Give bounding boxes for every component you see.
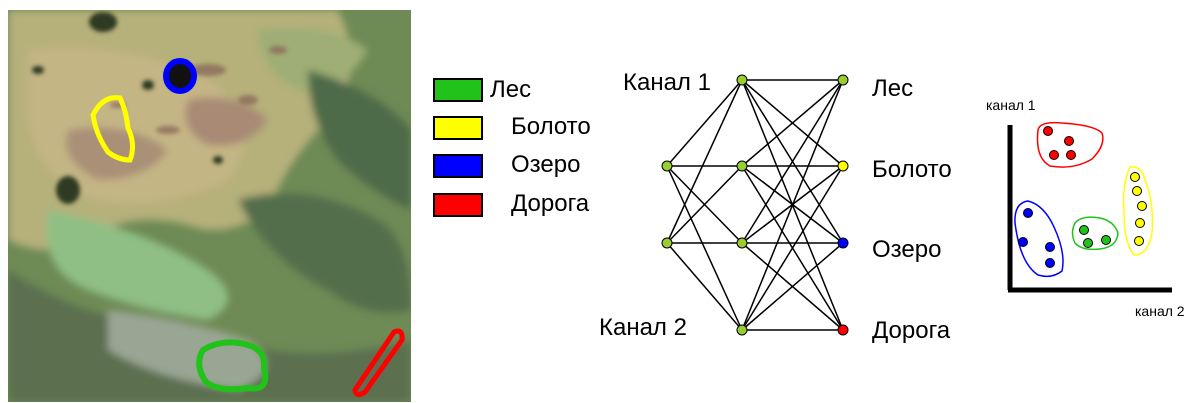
- cluster-blue-point: [1018, 237, 1028, 247]
- satellite-image: [8, 10, 411, 402]
- cluster-green-point: [1083, 238, 1093, 248]
- cluster-yellow-point: [1130, 172, 1140, 182]
- legend-label-road: Дорога: [511, 190, 590, 217]
- cluster-blue-outline: [1014, 200, 1064, 278]
- cluster-yellow-point: [1132, 186, 1142, 196]
- road-swatch: [433, 193, 483, 217]
- output-label-swamp: Болото: [872, 156, 952, 183]
- network-connection: [666, 79, 743, 244]
- forest-region-outline: [196, 339, 269, 393]
- cluster-yellow-point: [1135, 218, 1145, 228]
- output-node: [837, 324, 849, 336]
- input-label-channel-1: Канал 1: [623, 69, 711, 96]
- network-connection: [741, 79, 844, 167]
- cluster-yellow-outline: [1122, 166, 1154, 256]
- cluster-red-point: [1066, 150, 1076, 160]
- cluster-blue-point: [1045, 258, 1055, 268]
- y-axis-label: канал 1: [986, 97, 1036, 113]
- legend-item-swamp: Болото: [433, 113, 633, 142]
- legend-item-lake: Озеро: [433, 151, 633, 180]
- cluster-green-outline: [1071, 216, 1119, 251]
- legend: Лес Болото Озеро Дорога: [433, 74, 633, 234]
- network-connection: [666, 242, 743, 331]
- network-nodes: [661, 74, 849, 336]
- network-connection: [741, 79, 844, 331]
- input-node: [661, 160, 673, 172]
- swamp-swatch: [433, 116, 483, 140]
- network-connection: [741, 242, 844, 331]
- legend-label-forest: Лес: [490, 76, 532, 103]
- cluster-yellow-point: [1134, 236, 1144, 246]
- cluster-red-outline: [1036, 121, 1104, 168]
- hidden-node: [736, 74, 748, 86]
- output-node: [837, 74, 849, 86]
- cluster-red: [1036, 121, 1104, 168]
- hidden-node: [736, 324, 748, 336]
- neural-network-diagram: Канал 1 Канал 2 Лес Болото Озеро Дорога: [599, 69, 952, 344]
- input-node: [661, 237, 673, 249]
- output-node: [837, 160, 849, 172]
- road-region-outline: [352, 328, 405, 398]
- output-label-road: Дорога: [872, 317, 951, 344]
- cluster-red-point: [1049, 150, 1059, 160]
- cluster-red-point: [1043, 126, 1053, 136]
- cluster-yellow-point: [1137, 201, 1147, 211]
- forest-swatch: [433, 78, 483, 102]
- feature-space-plot: канал 1 канал 2: [986, 97, 1185, 319]
- x-axis-label: канал 2: [1135, 303, 1185, 319]
- cluster-green: [1071, 216, 1119, 251]
- cluster-blue-point: [1045, 242, 1055, 252]
- legend-item-road: Дорога: [433, 190, 633, 219]
- cluster-blue-point: [1023, 208, 1033, 218]
- legend-item-forest: Лес: [433, 76, 633, 104]
- cluster-green-point: [1079, 225, 1089, 235]
- network-connection: [666, 165, 743, 244]
- hidden-node: [736, 160, 748, 172]
- network-connection: [741, 79, 844, 244]
- output-label-lake: Озеро: [872, 236, 941, 263]
- cluster-blue: [1014, 200, 1064, 278]
- swamp-region-outline: [90, 95, 136, 163]
- hidden-node: [736, 237, 748, 249]
- cluster-yellow: [1122, 166, 1154, 256]
- network-connection: [741, 165, 844, 331]
- legend-label-lake: Озеро: [511, 151, 581, 178]
- cluster-green-point: [1101, 235, 1111, 245]
- lake-swatch: [433, 154, 483, 178]
- network-connections: [666, 79, 844, 331]
- network-connection: [666, 165, 743, 331]
- network-connection: [666, 79, 743, 167]
- input-label-channel-2: Канал 2: [599, 314, 687, 341]
- output-label-forest: Лес: [872, 75, 913, 102]
- cluster-red-point: [1064, 136, 1074, 146]
- lake-region-outline: [163, 58, 197, 94]
- output-node: [837, 237, 849, 249]
- legend-label-swamp: Болото: [511, 113, 591, 140]
